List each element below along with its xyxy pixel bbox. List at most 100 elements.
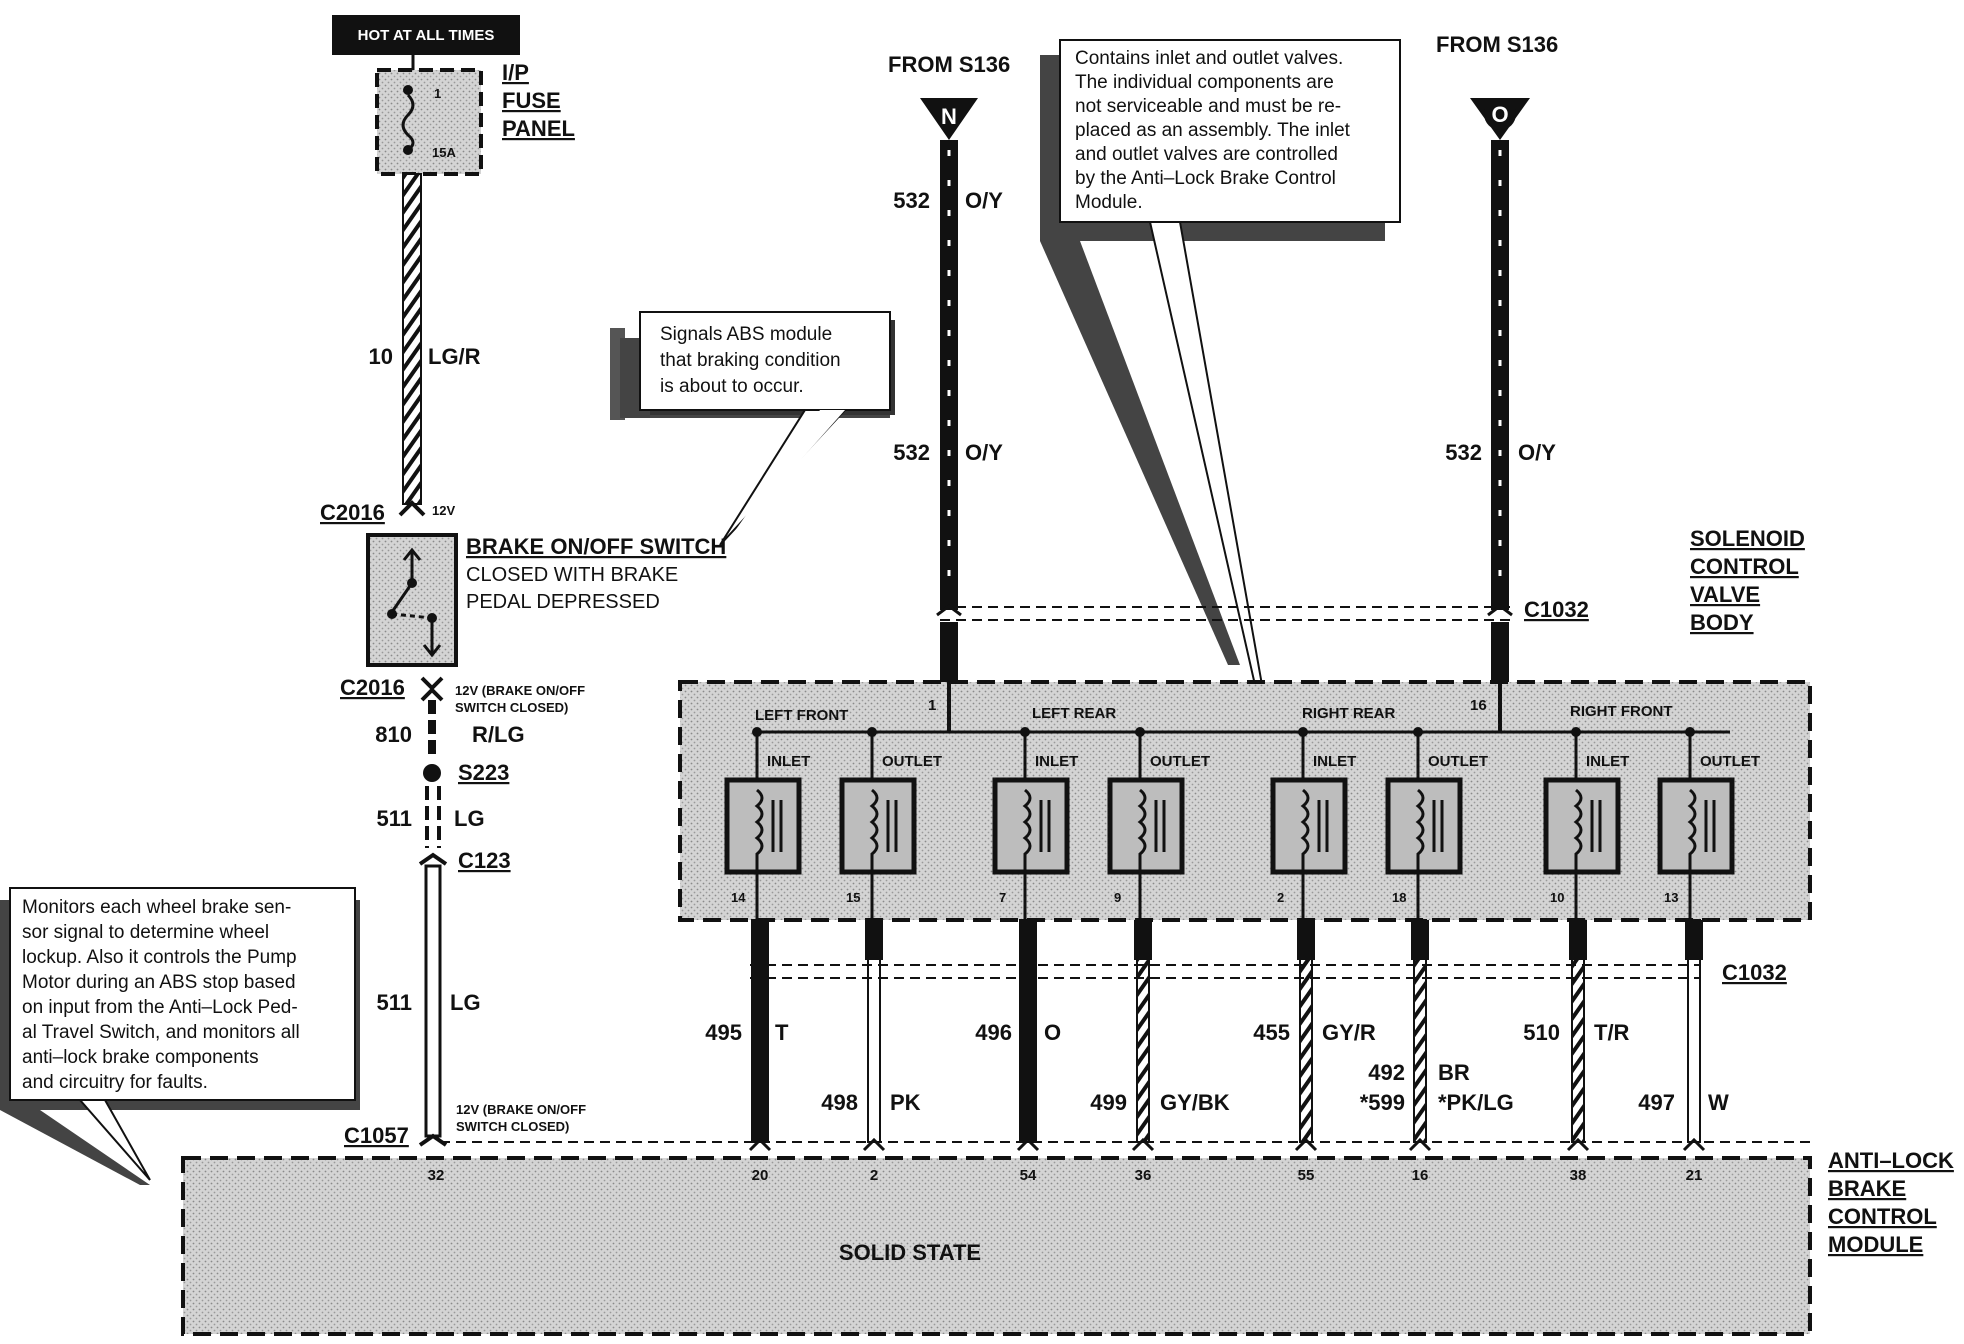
svg-text:anti–lock brake components: anti–lock brake components xyxy=(22,1047,259,1068)
svg-text:placed as an assembly. The inl: placed as an assembly. The inlet xyxy=(1075,120,1351,141)
svg-text:810: 810 xyxy=(375,722,412,747)
coil-label: INLET xyxy=(1586,753,1629,770)
solid-state-label: SOLID STATE xyxy=(839,1240,981,1265)
svg-text:C123: C123 xyxy=(458,848,511,873)
coil-label: INLET xyxy=(1313,753,1356,770)
svg-text:532: 532 xyxy=(893,440,930,465)
solenoid-coil xyxy=(1657,727,1735,920)
svg-text:C2016: C2016 xyxy=(340,675,405,700)
fuse-panel-label: I/P FUSE PANEL xyxy=(502,60,575,141)
svg-text:RIGHT FRONT: RIGHT FRONT xyxy=(1570,703,1673,720)
solenoid-coil xyxy=(992,727,1070,920)
svg-text:O/Y: O/Y xyxy=(1518,440,1556,465)
svg-text:lockup. Also it controls the P: lockup. Also it controls the Pump xyxy=(22,947,297,968)
svg-text:532: 532 xyxy=(893,188,930,213)
feed-n: FROM S136 N 532 O/Y 532 O/Y xyxy=(888,52,1010,610)
svg-text:CONTROL: CONTROL xyxy=(1690,554,1799,579)
feed-o: FROM S136 O 532 O/Y xyxy=(1436,32,1558,610)
svg-text:511: 511 xyxy=(377,806,413,831)
coil-pin: 14 xyxy=(731,890,746,905)
valve-coils xyxy=(724,727,1735,920)
svg-text:N: N xyxy=(941,104,957,129)
svg-text:532: 532 xyxy=(1445,440,1482,465)
svg-text:PANEL: PANEL xyxy=(502,116,575,141)
solenoid-valve-body-label: SOLENOID CONTROL VALVE BODY xyxy=(1690,526,1805,635)
connector-c1032-top: C1032 xyxy=(936,597,1589,682)
svg-text:496: 496 xyxy=(975,1020,1012,1045)
module-pin: 54 xyxy=(1020,1167,1037,1184)
svg-text:*599: *599 xyxy=(1360,1090,1405,1115)
svg-text:sor signal to determine wheel: sor signal to determine wheel xyxy=(22,922,269,943)
svg-text:VALVE: VALVE xyxy=(1690,582,1760,607)
svg-text:W: W xyxy=(1708,1090,1729,1115)
wire-511 xyxy=(424,864,442,1138)
svg-text:and outlet valves are controll: and outlet valves are controlled xyxy=(1075,144,1338,165)
svg-text:The individual components are: The individual components are xyxy=(1075,72,1334,93)
module-pin: 38 xyxy=(1570,1167,1587,1184)
coil-label: OUTLET xyxy=(1700,753,1760,770)
wire-10 xyxy=(402,173,422,505)
svg-text:498: 498 xyxy=(821,1090,858,1115)
svg-text:10: 10 xyxy=(369,344,393,369)
note-valves: Contains inlet and outlet valves. The in… xyxy=(1040,39,1401,686)
solenoid-coil xyxy=(724,727,802,920)
svg-text:FROM S136: FROM S136 xyxy=(1436,32,1558,57)
svg-text:O/Y: O/Y xyxy=(965,188,1003,213)
svg-text:LG: LG xyxy=(454,806,485,831)
svg-text:T/R: T/R xyxy=(1594,1020,1630,1045)
svg-text:MODULE: MODULE xyxy=(1828,1232,1923,1257)
svg-text:not serviceable and must be re: not serviceable and must be re- xyxy=(1075,96,1341,117)
coil-label: OUTLET xyxy=(1428,753,1488,770)
svg-text:32: 32 xyxy=(428,1167,445,1184)
svg-text:RIGHT REAR: RIGHT REAR xyxy=(1302,705,1396,722)
svg-text:BRAKE: BRAKE xyxy=(1828,1176,1906,1201)
svg-text:510: 510 xyxy=(1523,1020,1560,1045)
module-pin: 55 xyxy=(1298,1167,1315,1184)
module-pin: 20 xyxy=(752,1167,769,1184)
svg-text:is about to occur.: is about to occur. xyxy=(660,376,804,397)
coil-label: OUTLET xyxy=(1150,753,1210,770)
svg-text:by the Anti–Lock Brake Control: by the Anti–Lock Brake Control xyxy=(1075,168,1336,189)
svg-text:C1032: C1032 xyxy=(1524,597,1589,622)
svg-text:497: 497 xyxy=(1638,1090,1675,1115)
svg-text:Contains inlet and outlet valv: Contains inlet and outlet valves. xyxy=(1075,48,1343,69)
coil-pin: 2 xyxy=(1277,890,1284,905)
abs-module-label: ANTI–LOCK BRAKE CONTROL MODULE xyxy=(1828,1148,1954,1257)
svg-text:LEFT REAR: LEFT REAR xyxy=(1032,705,1116,722)
svg-text:on input from the Anti–Lock Pe: on input from the Anti–Lock Ped- xyxy=(22,997,298,1018)
coil-pin: 9 xyxy=(1114,890,1121,905)
svg-text:499: 499 xyxy=(1090,1090,1127,1115)
note-module: Monitors each wheel brake sen- sor signa… xyxy=(0,887,360,1185)
svg-text:T: T xyxy=(775,1020,789,1045)
brake-switch-title: BRAKE ON/OFF SWITCH xyxy=(466,534,726,559)
coil-pin: 7 xyxy=(999,890,1006,905)
module-pin: 21 xyxy=(1686,1167,1703,1184)
fuse-box: 1 15A xyxy=(375,68,483,176)
svg-text:that braking condition: that braking condition xyxy=(660,350,841,371)
svg-text:Module.: Module. xyxy=(1075,192,1143,213)
module-pin: 16 xyxy=(1412,1167,1429,1184)
svg-text:PK: PK xyxy=(890,1090,921,1115)
coil-pin: 18 xyxy=(1392,890,1406,905)
svg-text:FROM S136: FROM S136 xyxy=(888,52,1010,77)
svg-text:Signals ABS module: Signals ABS module xyxy=(660,324,832,345)
svg-text:LG/R: LG/R xyxy=(428,344,481,369)
solenoid-coil xyxy=(1543,727,1621,920)
svg-text:LG: LG xyxy=(450,990,481,1015)
svg-text:1: 1 xyxy=(928,697,936,714)
connector-c2016-top xyxy=(398,500,426,517)
solenoid-coil xyxy=(1385,727,1463,920)
connector-c2016-bottom xyxy=(420,676,444,702)
connector-c1032-bottom: C1032 xyxy=(750,960,1787,985)
svg-text:12V (BRAKE ON/OFF: 12V (BRAKE ON/OFF xyxy=(455,683,585,698)
module-pin: 36 xyxy=(1135,1167,1152,1184)
coil-label: INLET xyxy=(1035,753,1078,770)
svg-text:GY/R: GY/R xyxy=(1322,1020,1376,1045)
svg-text:492: 492 xyxy=(1368,1060,1405,1085)
connector-c123 xyxy=(418,852,448,866)
svg-text:FUSE: FUSE xyxy=(502,88,561,113)
svg-text:C1032: C1032 xyxy=(1722,960,1787,985)
svg-text:1: 1 xyxy=(434,86,441,101)
coil-pin: 10 xyxy=(1550,890,1564,905)
